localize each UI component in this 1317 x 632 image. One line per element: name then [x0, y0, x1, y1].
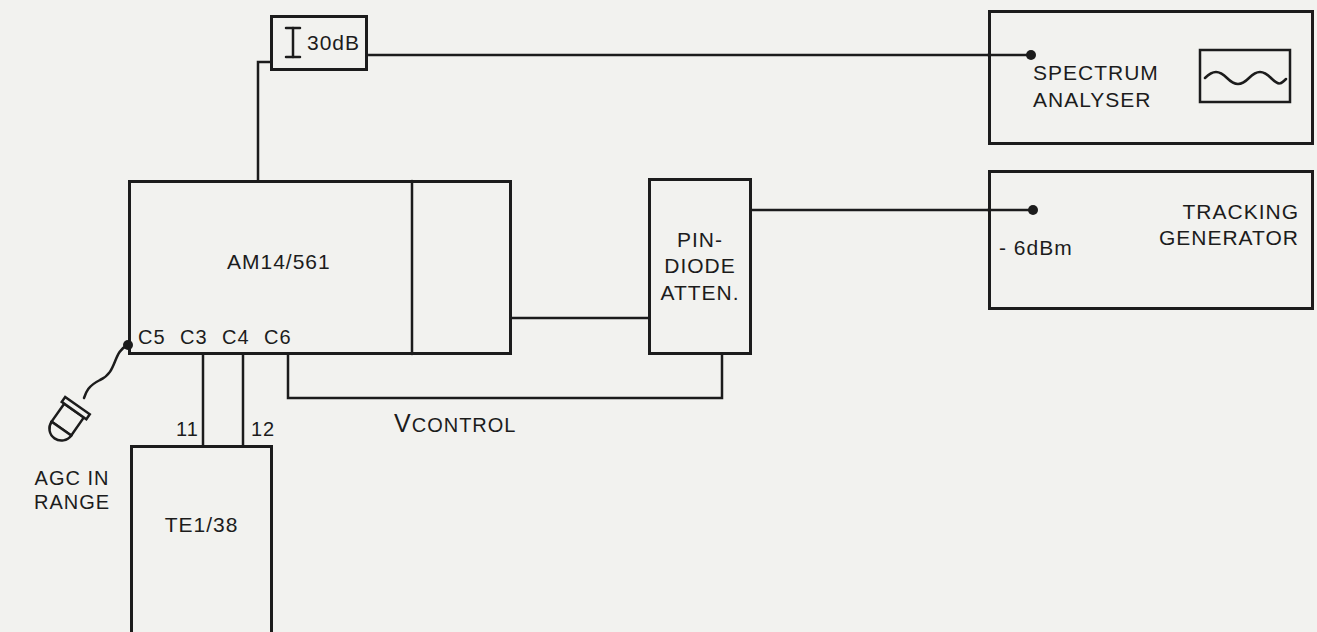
label-holder: C4	[220, 325, 252, 349]
box-label: TRACKING GENERATOR	[1159, 199, 1299, 252]
pin-number: 11	[174, 417, 201, 441]
section-divider	[411, 181, 414, 354]
pin-name: C4	[220, 325, 252, 349]
signal-wire	[288, 355, 722, 398]
pin-name: C5	[136, 325, 168, 349]
input-terminal	[1026, 50, 1036, 60]
pin-number: 12	[249, 417, 277, 441]
signal-wire	[512, 317, 648, 320]
probe-wire	[84, 345, 128, 398]
signal-wire	[752, 209, 988, 212]
output-terminal	[1028, 205, 1038, 215]
test-equipment-box: TE1/38	[130, 445, 273, 632]
label-holder: 12	[249, 417, 277, 441]
box-label: TE1/38	[165, 512, 239, 538]
label-holder: VCONTROL	[392, 408, 518, 438]
instrument-box: - 6dBm TRACKING GENERATOR	[988, 170, 1314, 310]
trace-symbol	[1205, 72, 1286, 84]
screen-symbol	[1200, 50, 1290, 102]
signal-name: VCONTROL	[392, 408, 518, 438]
box-label: - 6dBm	[999, 235, 1073, 261]
attenuator-symbol	[286, 28, 300, 57]
box-label: 30dB	[307, 30, 360, 56]
label-holder: 11	[174, 417, 201, 441]
input-lead	[988, 54, 1031, 57]
label-holder: C5	[136, 325, 168, 349]
label-holder: C6	[262, 325, 294, 349]
instrument-box: SPECTRUM ANALYSER	[988, 10, 1314, 145]
box-label: SPECTRUM ANALYSER	[1033, 60, 1159, 113]
indicator-label: AGC IN RANGE	[32, 466, 112, 514]
signal-wire	[202, 355, 205, 445]
label-holder: C3	[178, 325, 210, 349]
label-holder: AGC IN RANGE	[32, 466, 112, 514]
signal-wire	[368, 54, 988, 57]
box-label: AM14/561	[227, 249, 331, 275]
output-lead	[988, 209, 1033, 212]
pin-name: C3	[178, 325, 210, 349]
attenuator-box: 30dB	[270, 15, 368, 71]
signal-wire	[258, 62, 270, 180]
pin-name: C6	[262, 325, 294, 349]
attenuator-box: PIN- DIODE ATTEN.	[648, 178, 752, 355]
box-label: PIN- DIODE ATTEN.	[660, 227, 739, 306]
led-symbol	[42, 397, 90, 447]
signal-wire	[242, 355, 245, 445]
